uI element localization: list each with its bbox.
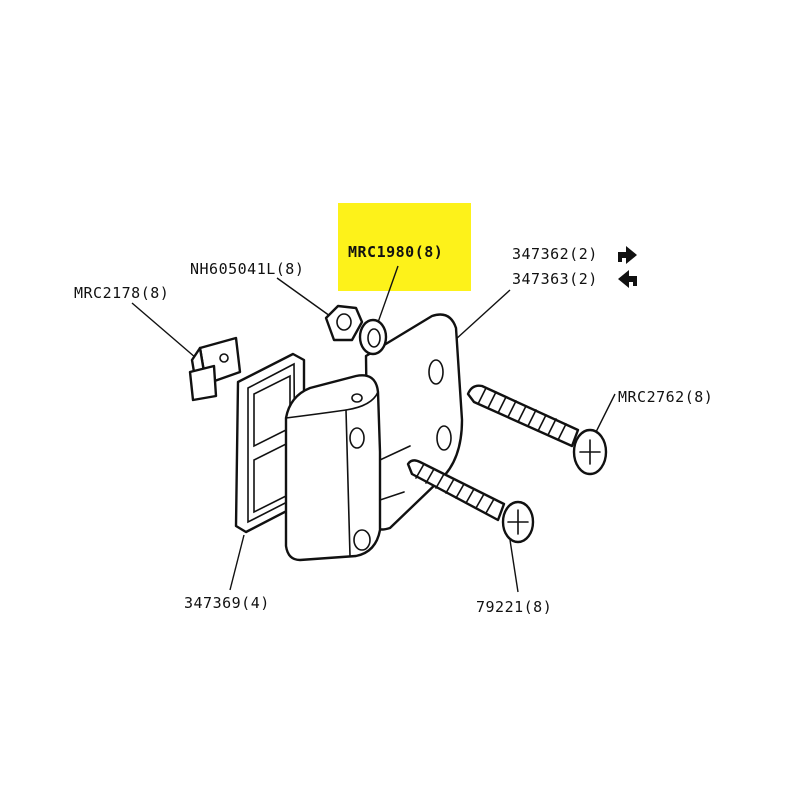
highlight-box (338, 203, 471, 291)
short-screw-part (406, 459, 535, 544)
hinge-part (284, 313, 464, 562)
label-long-screw: MRC2762(8) (618, 388, 714, 406)
leader-washer (375, 265, 399, 329)
leader-short-screw (509, 539, 519, 593)
label-short-screw: 79221(8) (476, 598, 553, 616)
leader-nut (276, 277, 331, 317)
label-washer: MRC1980(8) (348, 243, 444, 261)
label-hinge-right: 347362(2) (512, 245, 598, 263)
nut-part (324, 304, 364, 342)
long-screw-part (466, 384, 608, 476)
leader-long-screw (595, 393, 616, 433)
leader-gasket (229, 534, 245, 591)
label-hinge-left: 347363(2) (512, 270, 598, 288)
label-gasket: 347369(4) (184, 594, 270, 612)
clip-part (188, 336, 242, 402)
leader-clip (131, 302, 204, 365)
washer-part (358, 318, 388, 356)
label-clip: MRC2178(8) (74, 284, 170, 302)
arrow-right-icon (618, 246, 637, 264)
label-nut: NH605041L(8) (190, 260, 305, 278)
arrow-left-icon (618, 270, 637, 288)
leader-hinge (454, 289, 511, 341)
